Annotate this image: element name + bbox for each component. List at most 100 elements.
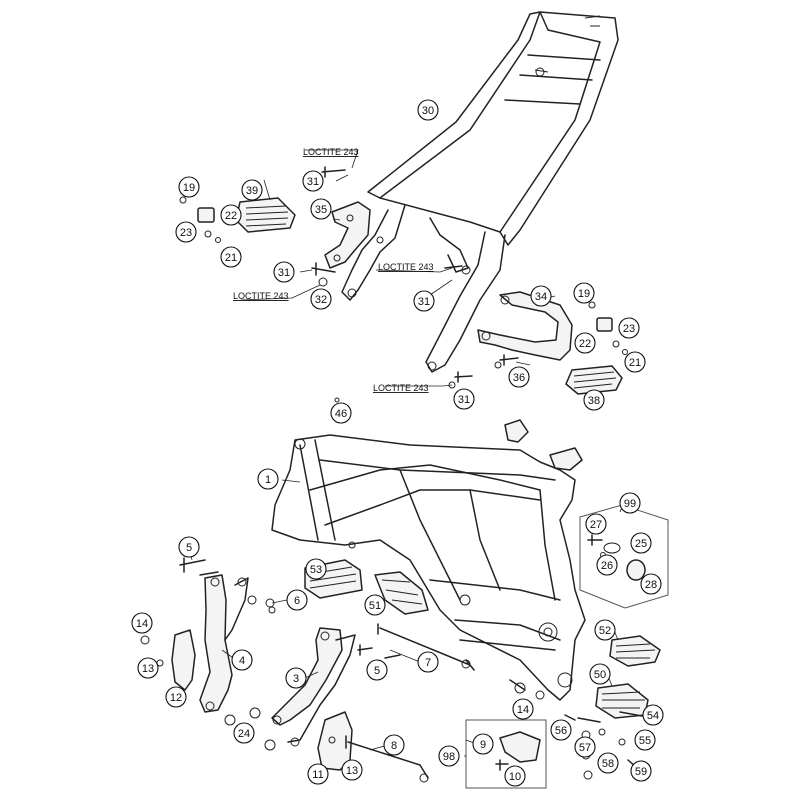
callout-46: 46 <box>330 402 352 424</box>
callout-13: 13 <box>137 657 159 679</box>
callout-3: 3 <box>285 667 307 689</box>
long-bolt-7 <box>377 623 475 671</box>
callout-number: 5 <box>186 542 192 554</box>
callout-52: 52 <box>594 619 616 641</box>
callout-28: 28 <box>640 573 662 595</box>
subframe-bolts <box>311 166 473 389</box>
callout-23: 23 <box>618 317 640 339</box>
callout-number: 32 <box>315 294 327 306</box>
right-footrest-bracket <box>477 291 573 369</box>
callout-57: 57 <box>574 736 596 758</box>
loctite-note-top: LOCTITE 243 <box>303 147 359 157</box>
callout-number: 9 <box>480 739 486 751</box>
callout-number: 19 <box>183 182 195 194</box>
callout-number: 59 <box>635 766 647 778</box>
loctite-note-label: LOCTITE 243 <box>233 291 289 301</box>
callout-number: 24 <box>238 728 250 740</box>
callout-98: 98 <box>438 745 460 767</box>
loctite-note-lower: LOCTITE 243 <box>373 383 429 393</box>
callout-54: 54 <box>642 704 664 726</box>
left-footrest-plate-upper <box>199 574 249 713</box>
callout-number: 27 <box>590 519 602 531</box>
loctite-note-label: LOCTITE 243 <box>303 147 359 157</box>
callout-number: 8 <box>391 740 397 752</box>
callout-12: 12 <box>165 686 187 708</box>
callout-number: 34 <box>535 291 547 303</box>
callout-34: 34 <box>530 285 552 307</box>
callout-number: 14 <box>517 704 529 716</box>
callout-number: 50 <box>594 669 606 681</box>
subframe <box>341 11 619 373</box>
callout-9: 9 <box>472 733 494 755</box>
callout-number: 6 <box>294 595 300 607</box>
callout-5: 5 <box>366 659 388 681</box>
loctite-note-left: LOCTITE 243 <box>233 291 289 301</box>
callout-55: 55 <box>634 729 656 751</box>
callout-56: 56 <box>550 719 572 741</box>
callout-6: 6 <box>286 589 308 611</box>
callout-number: 19 <box>578 288 590 300</box>
callout-number: 51 <box>369 600 381 612</box>
callout-30: 30 <box>417 99 439 121</box>
callout-13: 13 <box>341 759 363 781</box>
loctite-note-label: LOCTITE 243 <box>378 262 434 272</box>
callout-19: 19 <box>178 176 200 198</box>
callout-number: 3 <box>293 673 299 685</box>
left-heel-guard <box>156 629 196 691</box>
callout-number: 28 <box>645 579 657 591</box>
left-footrest-plate-lower <box>271 627 356 747</box>
callout-22: 22 <box>220 204 242 226</box>
callout-number: 23 <box>623 323 635 335</box>
callout-number: 52 <box>599 625 611 637</box>
callout-number: 1 <box>265 474 271 486</box>
callout-31: 31 <box>453 388 475 410</box>
callout-number: 14 <box>136 618 148 630</box>
callout-38: 38 <box>583 389 605 411</box>
callout-number: 21 <box>629 357 641 369</box>
callout-7: 7 <box>417 651 439 673</box>
main-frame <box>271 419 586 701</box>
callout-number: 36 <box>513 372 525 384</box>
callout-59: 59 <box>630 760 652 782</box>
callout-11: 11 <box>307 763 329 785</box>
callout-51: 51 <box>364 594 386 616</box>
callout-number: 13 <box>142 663 154 675</box>
callout-24: 24 <box>233 722 255 744</box>
callout-5: 5 <box>178 536 200 558</box>
callout-50: 50 <box>589 663 611 685</box>
loctite-note-middle: LOCTITE 243 <box>378 262 434 272</box>
callout-8: 8 <box>383 734 405 756</box>
callout-99: 99 <box>619 492 641 514</box>
right-footpeg-pin-parts <box>588 301 628 355</box>
callout-number: 46 <box>335 408 347 420</box>
callout-14: 14 <box>512 698 534 720</box>
callout-number: 39 <box>246 185 258 197</box>
right-passenger-footpeg <box>565 365 623 395</box>
callout-1: 1 <box>257 468 279 490</box>
callout-number: 30 <box>422 105 434 117</box>
callout-19: 19 <box>573 282 595 304</box>
callout-27: 27 <box>585 513 607 535</box>
loctite-note-label: LOCTITE 243 <box>373 383 429 393</box>
callout-22: 22 <box>574 332 596 354</box>
callout-number: 55 <box>639 735 651 747</box>
callout-number: 35 <box>315 204 327 216</box>
callout-number: 56 <box>555 725 567 737</box>
callout-number: 25 <box>635 538 647 550</box>
left-passenger-footpeg <box>235 197 296 233</box>
callout-number: 23 <box>180 227 192 239</box>
callout-21: 21 <box>624 351 646 373</box>
callout-number: 99 <box>624 498 636 510</box>
callout-35: 35 <box>310 198 332 220</box>
callout-39: 39 <box>241 179 263 201</box>
callout-21: 21 <box>220 246 242 268</box>
left-footrest-bracket <box>324 201 371 269</box>
left-side-bolts <box>140 557 401 751</box>
callout-14: 14 <box>131 612 153 634</box>
callout-4: 4 <box>231 649 253 671</box>
left-rider-footpeg-serrated <box>374 571 429 615</box>
kit-98-box <box>465 719 547 789</box>
callout-number: 10 <box>509 771 521 783</box>
callout-number: 31 <box>307 176 319 188</box>
